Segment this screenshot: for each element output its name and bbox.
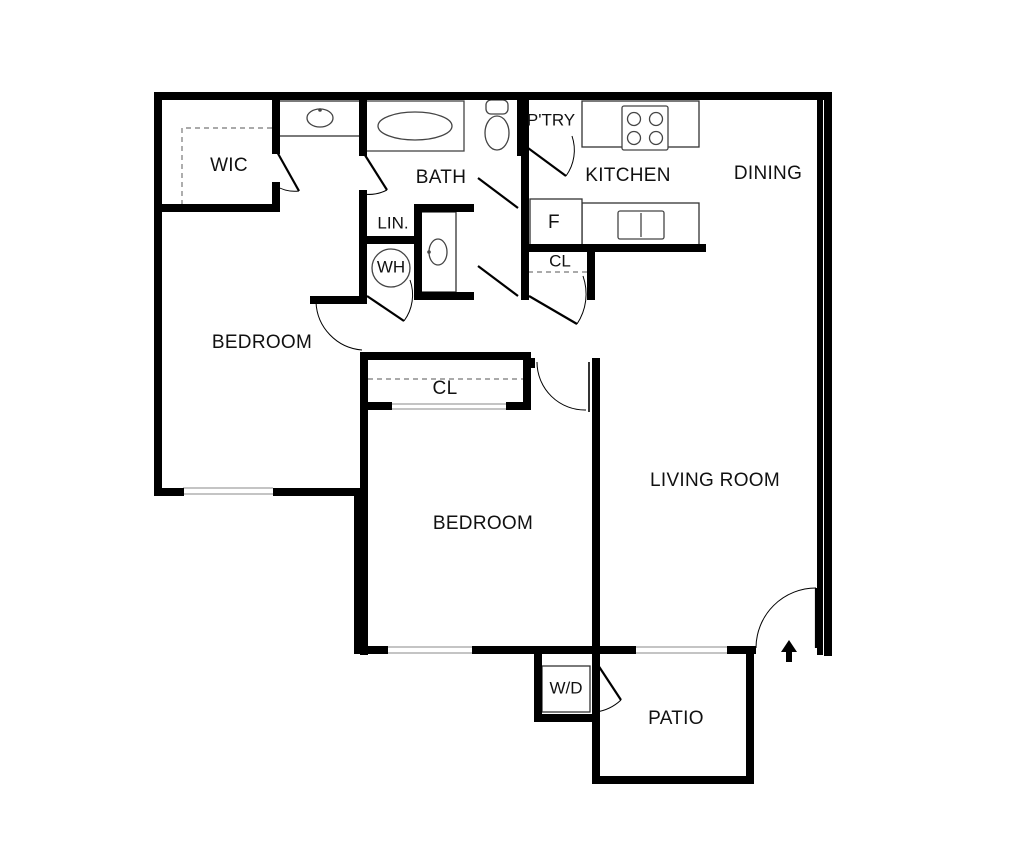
stove-burner-1: [626, 111, 642, 127]
bedroom-second-label: BEDROOM: [433, 513, 533, 534]
doors: [275, 135, 818, 713]
fridge-label: F: [548, 212, 560, 233]
entry-door-swing: [755, 587, 817, 649]
kitchen-label: KITCHEN: [585, 165, 671, 186]
living-room-label: LIVING ROOM: [650, 470, 780, 491]
stove-burner-4: [648, 130, 664, 146]
bath-label: BATH: [416, 167, 466, 188]
bath-door: [362, 151, 388, 191]
toilet-bowl: [484, 115, 510, 151]
bedroom-main-label: BEDROOM: [212, 332, 312, 353]
toilet-tank: [485, 99, 509, 115]
closet-shelves: [181, 127, 590, 380]
water-heater-label: WH: [377, 257, 405, 276]
windows: [183, 403, 728, 654]
wic-shelf: [181, 127, 272, 205]
bathtub-basin: [377, 111, 453, 141]
wic-label: WIC: [210, 155, 248, 176]
pantry-label: P'TRY: [527, 110, 575, 129]
vanity-drain: [318, 108, 322, 112]
washer-dryer-box: [541, 665, 591, 713]
up-arrow-icon: [781, 640, 797, 662]
pantry-door: [527, 147, 567, 177]
fridge-box: [529, 198, 583, 246]
hall-vanity-sink: [428, 238, 448, 266]
hall-bath-door-a: [477, 177, 519, 209]
wic-door: [275, 149, 300, 192]
hall-closet-door: [528, 295, 578, 325]
bedroom2-door-swing: [536, 361, 587, 411]
stove-burner-3: [626, 130, 642, 146]
linen-label: LIN.: [377, 213, 408, 232]
bath-door-swing: [362, 189, 388, 195]
laundry-door-swing: [595, 699, 622, 713]
wh-door-swing: [403, 279, 414, 322]
exterior-wall-top: [154, 92, 832, 656]
bedroom-closet-label: CL: [433, 378, 458, 399]
patio-label: PATIO: [648, 708, 704, 729]
water-heater-tank: [371, 248, 411, 288]
fixtures: [276, 99, 700, 713]
hall-vanity-drain: [427, 250, 431, 254]
stove: [621, 105, 669, 151]
wic-door-swing: [275, 185, 300, 192]
bedroom-door-swing: [315, 301, 363, 351]
laundry-door: [595, 661, 622, 701]
patio-wall: [592, 646, 754, 784]
hall-closet-door-swing: [576, 275, 587, 325]
bedroom-bottom-right: [273, 488, 388, 654]
wh-door: [366, 295, 405, 322]
pantry-door-swing: [565, 135, 575, 177]
stove-burner-2: [648, 111, 664, 127]
dining-label: DINING: [734, 163, 802, 184]
washer-dryer-label: W/D: [549, 678, 582, 697]
hall-closet-label: CL: [549, 251, 571, 270]
hall-bath-door-b: [477, 265, 519, 297]
walls: [154, 92, 832, 784]
bedroom-closet-wall: [360, 352, 531, 655]
wic-wall: [154, 182, 280, 212]
laundry-wall: [534, 646, 596, 722]
room-labels: WIC BATH P'TRY KITCHEN DINING F LIN. WH …: [210, 110, 802, 729]
